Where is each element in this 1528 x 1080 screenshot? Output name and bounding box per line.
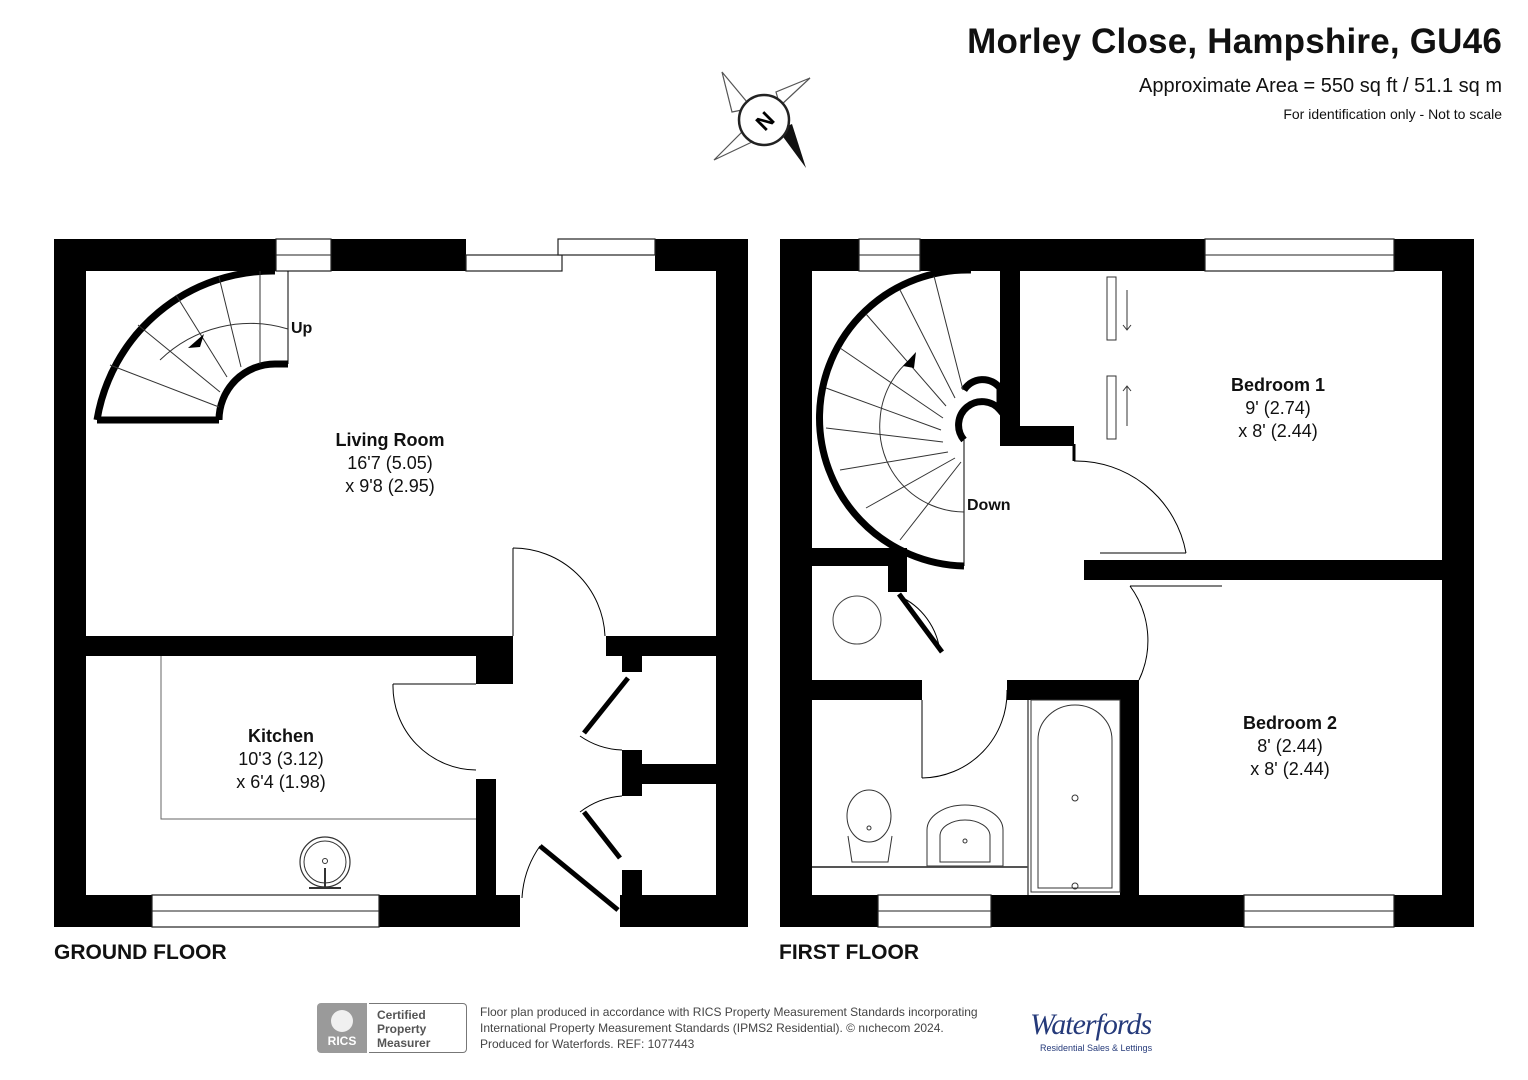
bedroom1-dim1: 9' (2.74) [1245, 398, 1310, 418]
kitchen-name: Kitchen [248, 726, 314, 746]
compass-icon: N [713, 71, 811, 168]
bedroom1-name: Bedroom 1 [1231, 375, 1325, 395]
kitchen-dim2: x 6'4 (1.98) [236, 772, 325, 792]
rics-logo-icon: RICS [317, 1003, 367, 1053]
living-room-dim1: 16'7 (5.05) [347, 453, 433, 473]
identification-note: For identification only - Not to scale [1283, 106, 1502, 122]
bedroom2-dim1: 8' (2.44) [1257, 736, 1322, 756]
footer-disclaimer: Floor plan produced in accordance with R… [480, 1005, 978, 1051]
ground-floor-label: GROUND FLOOR [54, 941, 227, 964]
living-room-dim2: x 9'8 (2.95) [345, 476, 434, 496]
rics-badge: RICS Certified Property Measurer [317, 1003, 468, 1053]
stair-down-label: Down [967, 497, 1011, 514]
rics-logo-text: RICS [327, 1034, 357, 1048]
waterfords-logo: Waterfords [1030, 1008, 1152, 1041]
living-room-name: Living Room [336, 430, 445, 450]
first-floor-label: FIRST FLOOR [779, 941, 919, 964]
ground-floor-plan [54, 238, 748, 928]
first-floor-plan [780, 238, 1474, 928]
waterfords-tagline: Residential Sales & Lettings [1040, 1043, 1153, 1053]
rics-certification: Certified Property Measurer [369, 1003, 467, 1053]
stair-up-label: Up [291, 320, 313, 337]
bedroom2-name: Bedroom 2 [1243, 713, 1337, 733]
bedroom2-dim2: x 8' (2.44) [1250, 759, 1329, 779]
property-title: Morley Close, Hampshire, GU46 [967, 22, 1502, 61]
bedroom1-dim2: x 8' (2.44) [1238, 421, 1317, 441]
kitchen-dim1: 10'3 (3.12) [238, 749, 324, 769]
approximate-area: Approximate Area = 550 sq ft / 51.1 sq m [1139, 75, 1502, 97]
